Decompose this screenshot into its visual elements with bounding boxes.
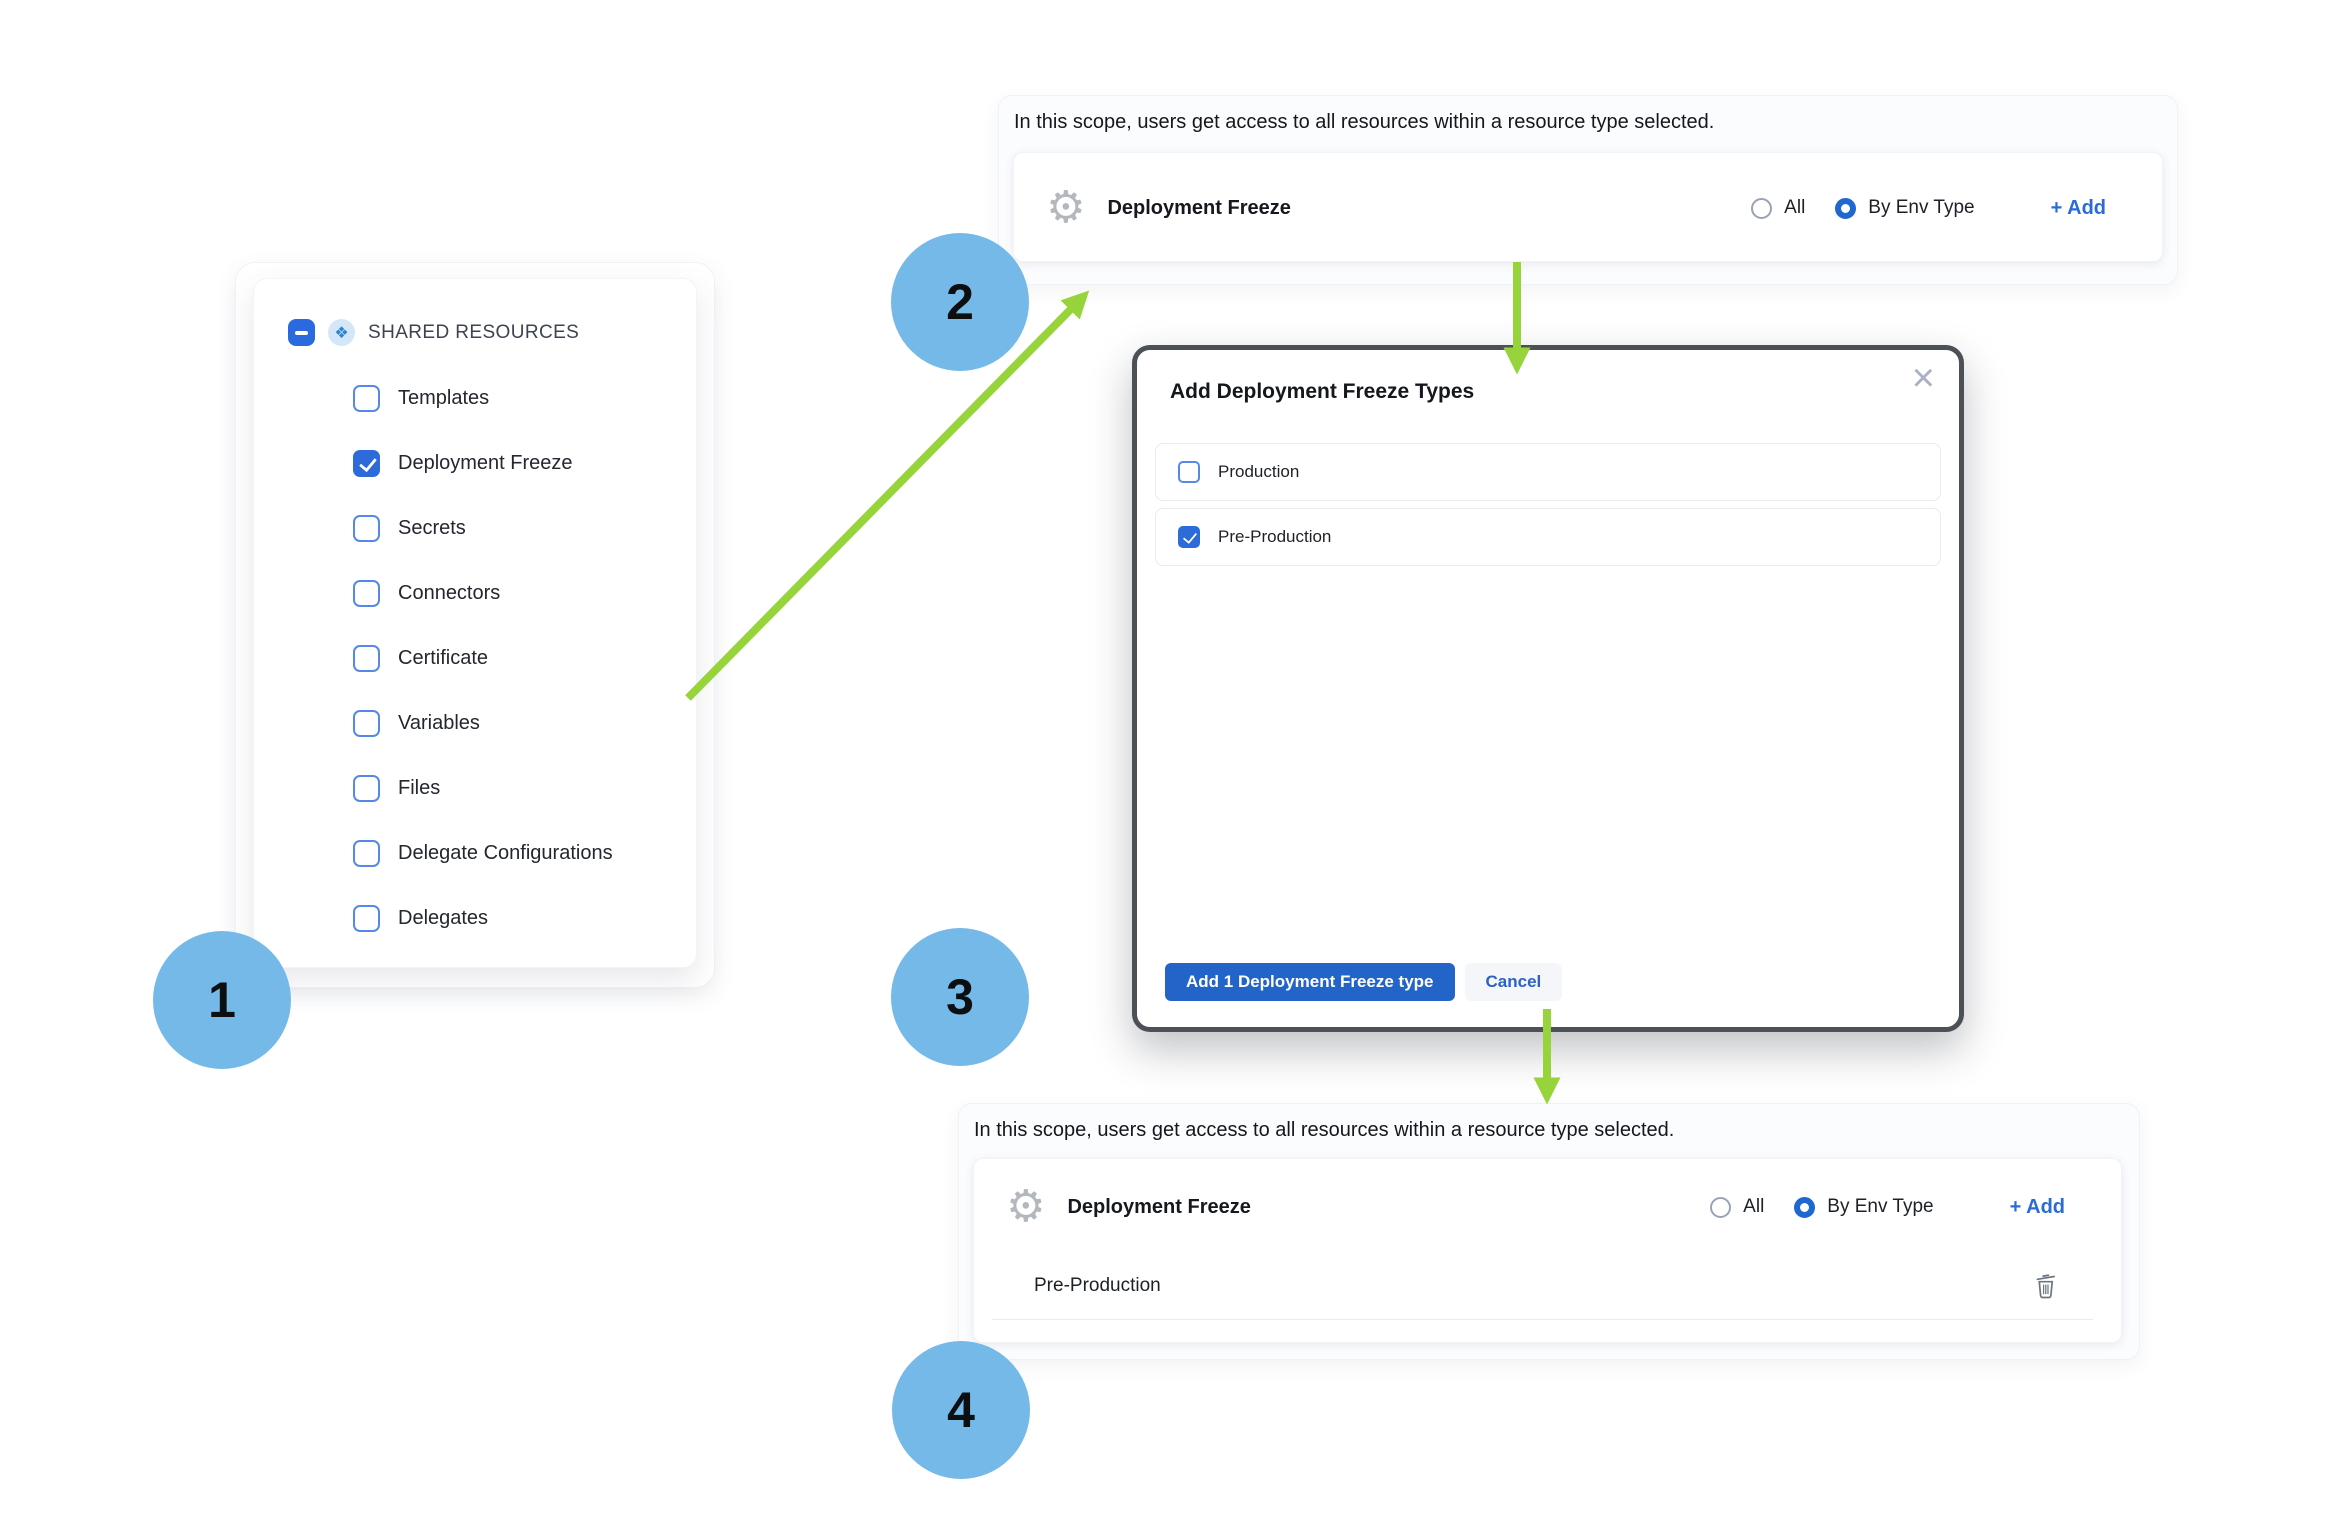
option-row-production[interactable]: Production bbox=[1155, 443, 1941, 501]
step-badge-1: 1 bbox=[153, 931, 291, 1069]
sidebar-item-files[interactable]: Files bbox=[353, 756, 680, 821]
deployment-freeze-row: ⚙ Deployment Freeze All By Env Type + Ad… bbox=[1014, 153, 2162, 263]
minus-bar bbox=[295, 330, 308, 335]
checkbox-templates[interactable] bbox=[353, 385, 380, 412]
row-divider bbox=[992, 1319, 2093, 1320]
access-scope-radio-group: All By Env Type bbox=[1710, 1196, 1963, 1218]
scope-description: In this scope, users get access to all r… bbox=[974, 1119, 1675, 1141]
sidebar-item-label: Certificate bbox=[398, 647, 489, 669]
gear-icon: ⚙ bbox=[1046, 182, 1086, 233]
step-badge-2: 2 bbox=[891, 233, 1029, 371]
sidebar-item-delegate-configurations[interactable]: Delegate Configurations bbox=[353, 821, 680, 886]
sidebar-item-variables[interactable]: Variables bbox=[353, 691, 680, 756]
checkbox-deployment-freeze[interactable] bbox=[353, 450, 380, 477]
sidebar-item-label: Delegate Configurations bbox=[398, 842, 613, 864]
checkbox-variables[interactable] bbox=[353, 710, 380, 737]
access-scope-radio-group: All By Env Type bbox=[1751, 197, 2004, 219]
sidebar-item-templates[interactable]: Templates bbox=[353, 366, 680, 431]
checkbox-files[interactable] bbox=[353, 775, 380, 802]
selected-type-label: Pre-Production bbox=[1034, 1275, 1161, 1296]
radio-all-label[interactable]: All bbox=[1784, 197, 1806, 218]
add-deployment-freeze-types-modal: Add Deployment Freeze Types × Production… bbox=[1132, 345, 1964, 1032]
sidebar-item-label: Files bbox=[398, 777, 441, 799]
trash-icon[interactable] bbox=[2034, 1272, 2057, 1300]
sidebar-item-deployment-freeze[interactable]: Deployment Freeze bbox=[353, 431, 680, 496]
sidebar-item-connectors[interactable]: Connectors bbox=[353, 561, 680, 626]
radio-by-env-type[interactable] bbox=[1835, 197, 1857, 219]
checkbox-production[interactable] bbox=[1178, 461, 1200, 483]
sidebar-item-label: Secrets bbox=[398, 517, 466, 539]
collapse-minus-icon[interactable] bbox=[288, 319, 315, 346]
shared-resources-panel: ❖ SHARED RESOURCES Templates Deployment … bbox=[253, 278, 697, 968]
option-label: Pre-Production bbox=[1218, 527, 1332, 546]
add-freeze-type-button[interactable]: Add 1 Deployment Freeze type bbox=[1165, 963, 1455, 1001]
arrow-step1-to-step2 bbox=[685, 290, 1090, 701]
resources-diamond-icon: ❖ bbox=[328, 319, 355, 346]
step-badge-4: 4 bbox=[892, 1341, 1030, 1479]
scope-panel-bottom: In this scope, users get access to all r… bbox=[958, 1103, 2140, 1360]
diamond-glyph: ❖ bbox=[334, 323, 349, 342]
sidebar-item-delegates[interactable]: Delegates bbox=[353, 886, 680, 951]
add-button[interactable]: + Add bbox=[2050, 196, 2106, 219]
resource-type-list: Templates Deployment Freeze Secrets Conn… bbox=[353, 366, 680, 951]
cancel-button[interactable]: Cancel bbox=[1464, 963, 1563, 1001]
sidebar-item-label: Deployment Freeze bbox=[398, 452, 573, 474]
radio-all[interactable] bbox=[1710, 1196, 1732, 1218]
modal-actions: Add 1 Deployment Freeze type Cancel bbox=[1165, 963, 1563, 1001]
selected-type-row-pre-production: Pre-Production bbox=[974, 1255, 2121, 1317]
deployment-freeze-row: ⚙ Deployment Freeze All By Env Type + Ad… bbox=[974, 1159, 2121, 1255]
checkbox-delegates[interactable] bbox=[353, 905, 380, 932]
shared-resources-title: SHARED RESOURCES bbox=[368, 321, 580, 343]
sidebar-item-label: Connectors bbox=[398, 582, 501, 604]
resource-type-label: Deployment Freeze bbox=[1107, 196, 1291, 219]
radio-by-env-type[interactable] bbox=[1794, 1196, 1816, 1218]
scope-description: In this scope, users get access to all r… bbox=[1014, 111, 1715, 133]
shared-resources-header: ❖ SHARED RESOURCES bbox=[288, 319, 579, 346]
radio-all-label[interactable]: All bbox=[1743, 1196, 1765, 1217]
radio-all[interactable] bbox=[1751, 197, 1773, 219]
step-badge-3: 3 bbox=[891, 928, 1029, 1066]
sidebar-item-label: Delegates bbox=[398, 907, 489, 929]
sidebar-item-certificate[interactable]: Certificate bbox=[353, 626, 680, 691]
gear-icon: ⚙ bbox=[1006, 1181, 1046, 1232]
checkbox-delegate-configurations[interactable] bbox=[353, 840, 380, 867]
sidebar-item-label: Templates bbox=[398, 387, 490, 409]
radio-by-env-type-label[interactable]: By Env Type bbox=[1868, 197, 1975, 218]
close-icon[interactable]: × bbox=[1911, 356, 1935, 400]
resource-type-card: ⚙ Deployment Freeze All By Env Type + Ad… bbox=[1013, 152, 2163, 262]
sidebar-item-label: Variables bbox=[398, 712, 480, 734]
option-label: Production bbox=[1218, 462, 1300, 481]
radio-by-env-type-label[interactable]: By Env Type bbox=[1827, 1196, 1934, 1217]
add-button[interactable]: + Add bbox=[2009, 1195, 2065, 1218]
scope-panel-top: In this scope, users get access to all r… bbox=[998, 95, 2178, 285]
checkbox-pre-production[interactable] bbox=[1178, 526, 1200, 548]
sidebar-item-secrets[interactable]: Secrets bbox=[353, 496, 680, 561]
freeze-type-options: Production Pre-Production bbox=[1155, 443, 1941, 566]
resource-type-card: ⚙ Deployment Freeze All By Env Type + Ad… bbox=[973, 1158, 2122, 1343]
checkbox-certificate[interactable] bbox=[353, 645, 380, 672]
modal-title: Add Deployment Freeze Types bbox=[1170, 380, 1475, 403]
resource-type-label: Deployment Freeze bbox=[1067, 1195, 1251, 1218]
checkbox-connectors[interactable] bbox=[353, 580, 380, 607]
checkbox-secrets[interactable] bbox=[353, 515, 380, 542]
option-row-pre-production[interactable]: Pre-Production bbox=[1155, 508, 1941, 566]
